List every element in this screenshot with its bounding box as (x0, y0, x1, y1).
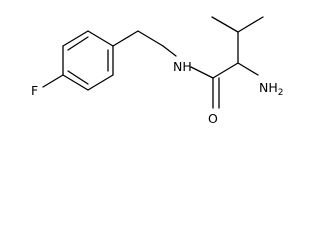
ring-bond-2 (87, 30, 114, 47)
ch2-ch2-bond (137, 30, 164, 47)
ring-double-bond-1 (67, 36, 89, 51)
ring-bond-1 (62, 30, 89, 47)
fluorine-label: F (31, 83, 38, 98)
ch-methyl-left-bond (211, 16, 239, 33)
benzene-ring (62, 30, 114, 91)
carbonyl-oxygen-label: O (208, 111, 218, 126)
amine-label: NH2 (259, 80, 283, 98)
alpha-nh2-bond (237, 62, 259, 76)
ring-bond-4 (87, 74, 114, 91)
molecule-diagram: F NH O NH2 (31, 16, 283, 126)
ch-methyl-right-bond (237, 16, 264, 33)
carbonyl-alpha-bond (212, 62, 239, 79)
c-f-bond (42, 74, 64, 88)
ring-double-bond-3 (67, 70, 89, 85)
amine-subscript: 2 (278, 88, 284, 98)
n-carbonyl-bond (190, 66, 214, 79)
amine-nh: NH (259, 80, 278, 95)
ch2-n-bond (162, 45, 177, 57)
ring-bond-5 (62, 74, 89, 91)
amide-nh-label: NH (173, 59, 192, 74)
ring-ch2-bond (112, 30, 139, 47)
